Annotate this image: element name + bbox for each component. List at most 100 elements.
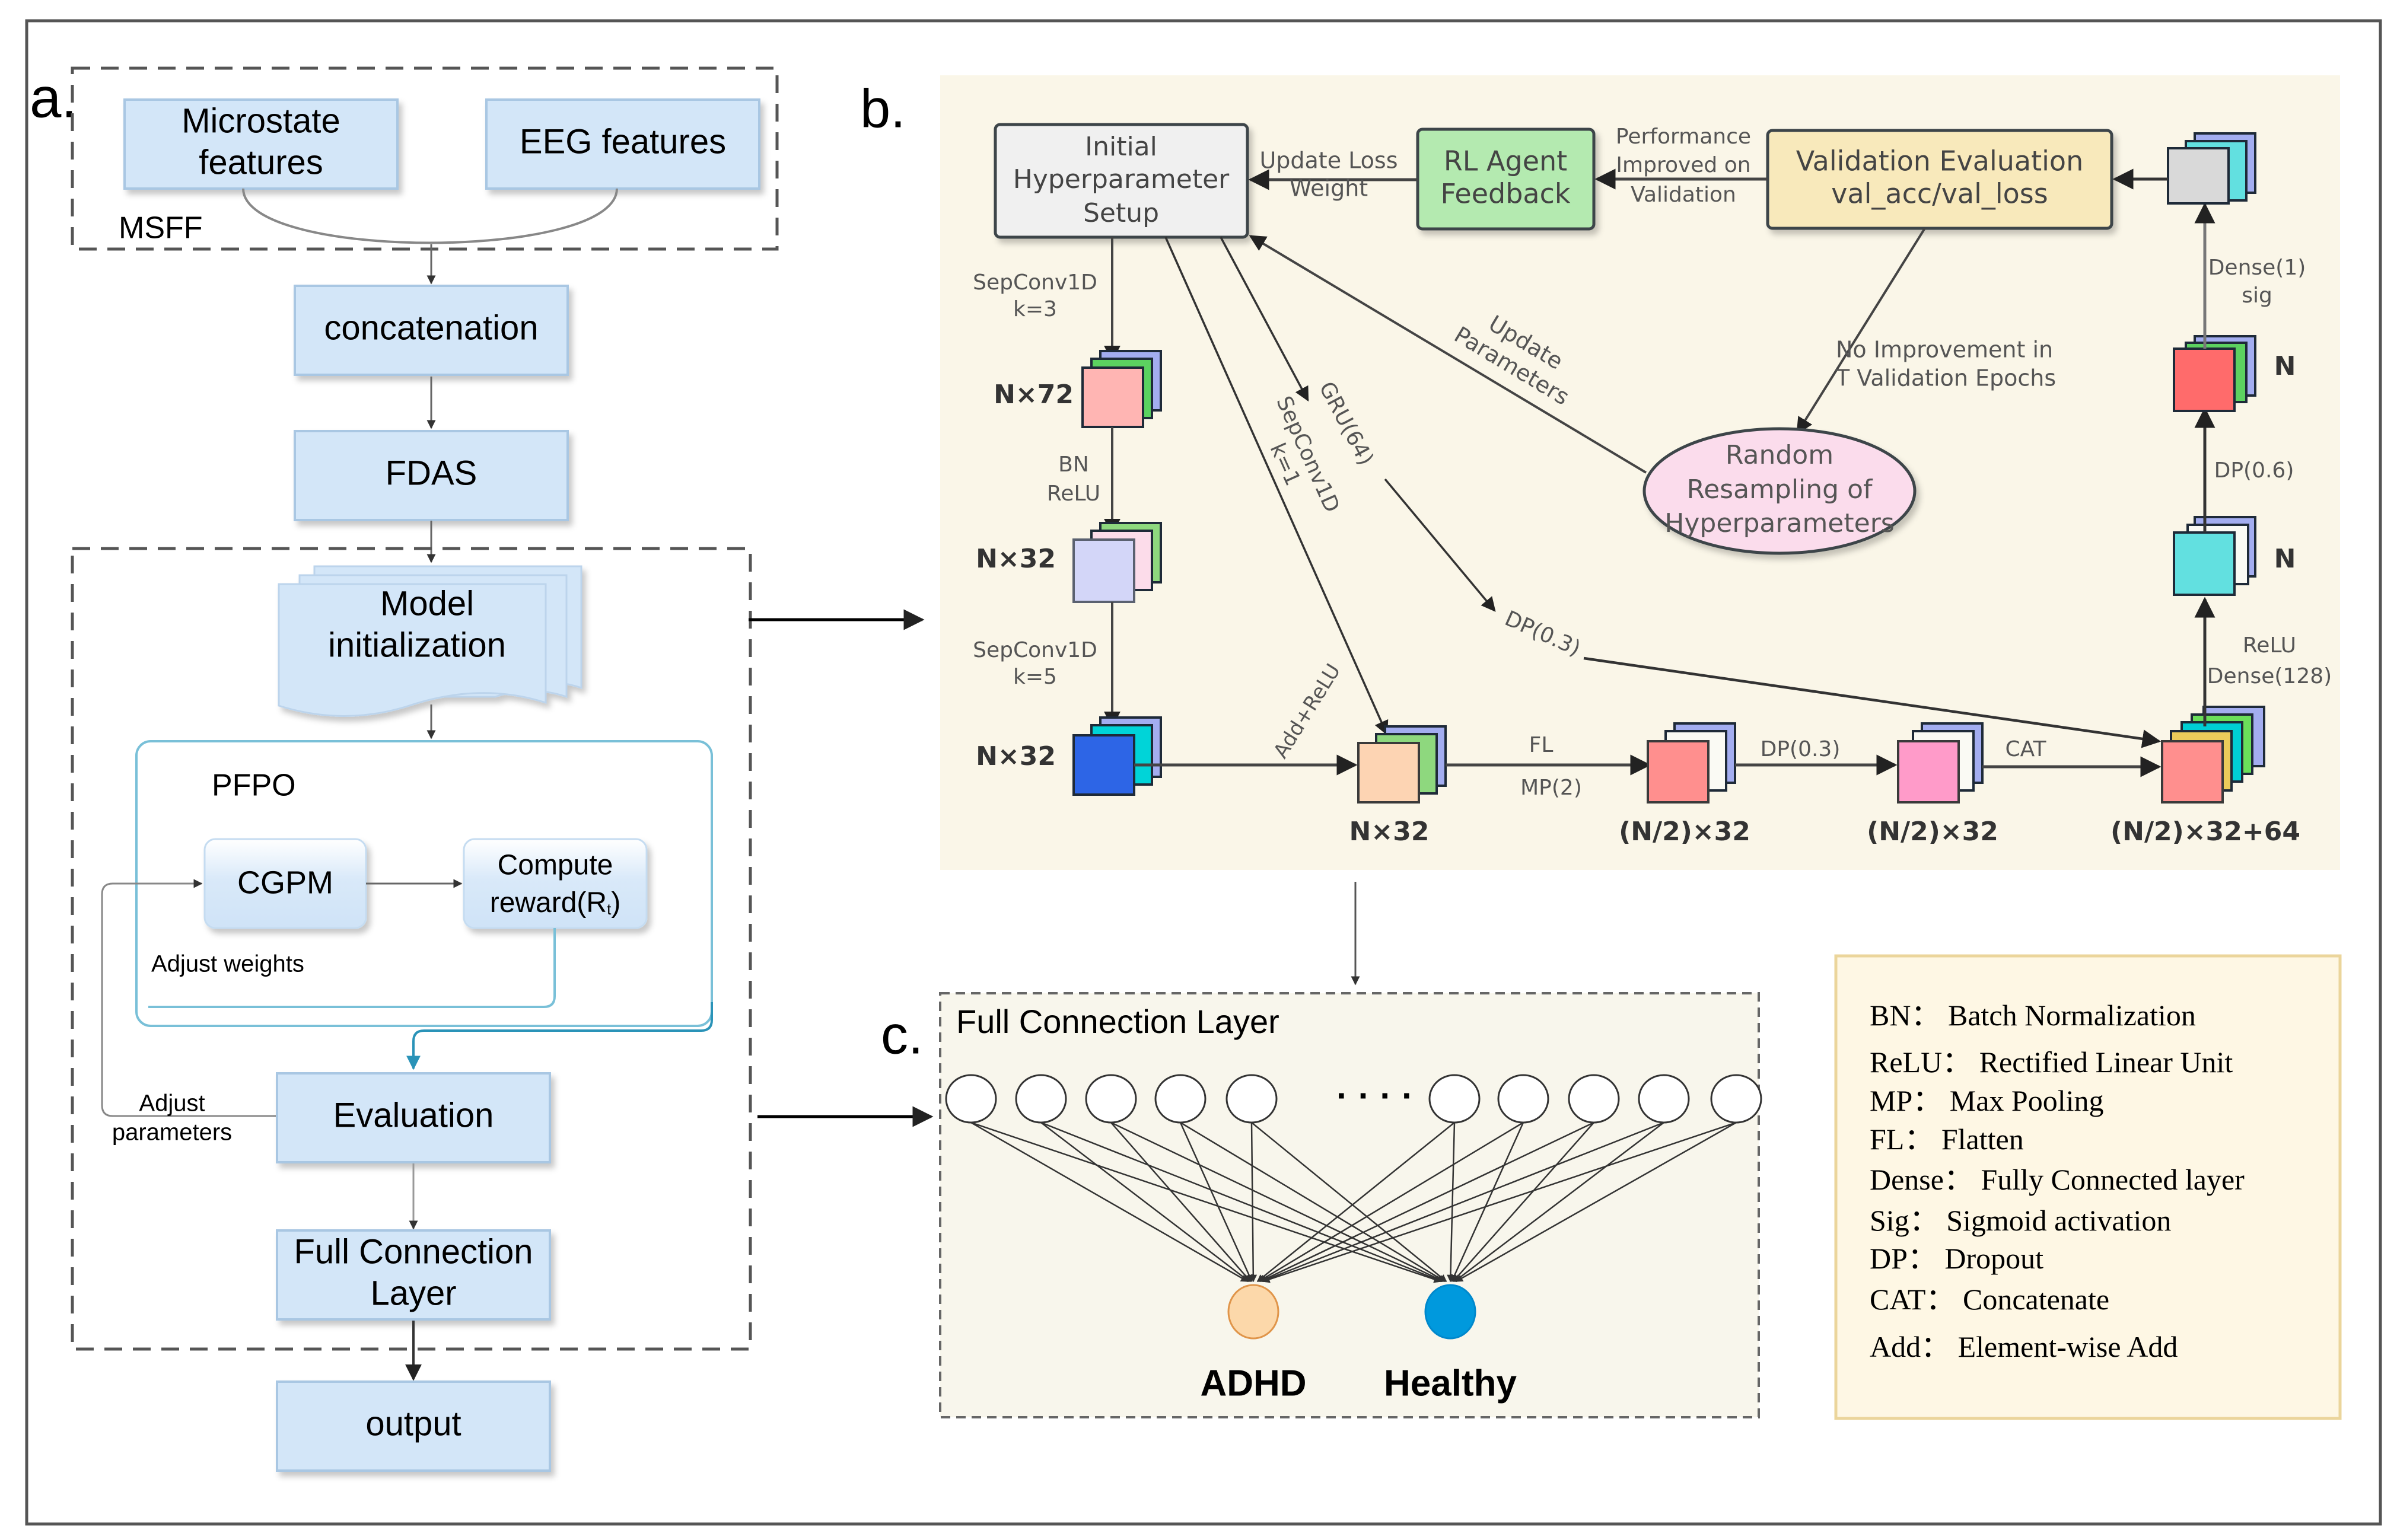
output-box[interactable]	[276, 1380, 551, 1472]
legend-separator: ：	[1925, 1283, 1963, 1316]
fc-connection	[1260, 1121, 1664, 1283]
model-initialization-label: Model	[380, 584, 474, 623]
arrow-gru-dropout	[1384, 478, 1496, 612]
panel-c: c. Full Connection Layer · · · · ADHD He…	[881, 992, 1762, 1418]
input-neuron	[1015, 1074, 1067, 1124]
input-neuron	[1710, 1074, 1762, 1124]
msff-label: MSFF	[119, 211, 203, 245]
output-label-adhd: ADHD	[1200, 1363, 1306, 1404]
bn-relu-label-2: ReLU	[1047, 482, 1100, 506]
output-neuron-adhd	[1227, 1284, 1279, 1340]
microstate-features-box[interactable]	[123, 98, 399, 190]
legend-desc: Sigmoid activation	[1946, 1204, 2171, 1237]
arrow-gru-branch	[1220, 237, 1309, 402]
fc-connection	[1259, 1121, 1594, 1283]
output-label-healthy: Healthy	[1384, 1363, 1517, 1404]
resampling-label-3: Hyperparameters	[1664, 508, 1894, 538]
microstate-features-label: Microstate	[182, 101, 340, 140]
legend-separator: ：	[1911, 999, 1948, 1032]
legend-item: DP： Dropout	[1870, 1242, 2043, 1275]
panel-a-label: a.	[30, 66, 77, 129]
compute-reward-label: Compute	[498, 850, 613, 881]
legend-abbr: CAT	[1870, 1283, 1925, 1316]
legend-separator: ：	[1909, 1204, 1947, 1237]
adjust-weights-loop	[148, 928, 556, 1008]
resampling-label-2: Resampling of	[1686, 474, 1873, 505]
legend-item: CAT： Concatenate	[1870, 1283, 2109, 1316]
legend-separator: ：	[1912, 1084, 1950, 1117]
resampling-label: Random	[1726, 440, 1833, 470]
legend-abbr: BN	[1870, 999, 1911, 1032]
initial-setup-label-2: Hyperparameter	[1013, 164, 1230, 195]
fc-connection	[970, 1121, 1442, 1283]
input-neuron	[1638, 1074, 1690, 1124]
shape-n32-c: N×32	[1349, 817, 1430, 847]
legend-desc: Batch Normalization	[1948, 999, 2196, 1032]
legend-item: FL： Flatten	[1870, 1123, 2024, 1156]
tensor-half32-b	[1897, 722, 1984, 804]
fc-connection	[1249, 1122, 1258, 1283]
legend-item: Add： Element-wise Add	[1870, 1330, 2178, 1363]
eeg-features-box[interactable]	[485, 98, 760, 190]
legend-abbr: Dense	[1870, 1163, 1944, 1196]
legend-desc: Element-wise Add	[1958, 1330, 2178, 1363]
legend-item: Sig： Sigmoid activation	[1870, 1204, 2171, 1237]
fc-connection	[1180, 1121, 1446, 1283]
shape-n-b: N	[2274, 351, 2296, 381]
panel-a: a. MSFF Microstate features EEG features…	[30, 66, 934, 1472]
legend-desc: Flatten	[1941, 1123, 2024, 1156]
input-neuron	[1225, 1074, 1278, 1124]
fc-connection	[1179, 1122, 1253, 1283]
rl-agent-label: RL Agent	[1444, 145, 1567, 177]
tensor-dense128	[2173, 516, 2256, 596]
output-neuron-healthy	[1424, 1284, 1476, 1340]
fc-connection	[1452, 1122, 1594, 1282]
legend-abbr: DP	[1870, 1242, 1908, 1275]
fc-connection	[1110, 1121, 1444, 1283]
dense1-sig-label: Dense(1)	[2208, 256, 2306, 280]
relu-dense128-label-2: Dense(128)	[2207, 664, 2332, 688]
shape-n72: N×72	[994, 380, 1074, 410]
legend-abbr: Add	[1870, 1330, 1921, 1363]
fdas-box[interactable]	[294, 430, 569, 521]
input-neuron	[945, 1074, 997, 1124]
microstate-features-label-2: features	[199, 143, 323, 181]
sepconv-k3-label-2: k=3	[1013, 297, 1057, 321]
legend-separator: ：	[1904, 1123, 1941, 1156]
evaluation-box[interactable]	[276, 1072, 551, 1163]
legend-desc: Fully Connected layer	[1981, 1163, 2245, 1196]
tensor-n32-sepconv	[1072, 716, 1162, 796]
dp-06-label: DP(0.6)	[2214, 458, 2294, 483]
msff-merge-curve	[242, 188, 618, 244]
legend-separator: ：	[1921, 1330, 1958, 1363]
model-initialization-box[interactable]	[278, 565, 582, 717]
fc-connection	[1451, 1122, 1524, 1283]
fdas-label: FDAS	[386, 454, 478, 492]
random-resampling-node[interactable]	[1642, 427, 1917, 555]
input-neuron	[1568, 1074, 1620, 1124]
shape-concat: (N/2)×32+64	[2110, 817, 2300, 847]
adjust-parameters-label: Adjust	[139, 1091, 205, 1117]
legend-item: ReLU： Rectified Linear Unit	[1870, 1045, 2233, 1079]
compute-reward-label-2: reward(Rt)	[490, 887, 621, 919]
performance-improved-label-2: Improved on	[1616, 153, 1750, 177]
cat-label: CAT	[2006, 737, 2047, 761]
eeg-features-label: EEG features	[520, 122, 726, 161]
bn-relu-label: BN	[1058, 452, 1089, 477]
initial-hyperparameter-setup-box[interactable]	[994, 123, 1249, 239]
dp-03-label: DP(0.3)	[1761, 737, 1841, 761]
validation-eval-label-2: val_acc/val_loss	[1831, 178, 2048, 210]
concatenation-box[interactable]	[294, 285, 569, 376]
legend-desc: Dropout	[1944, 1242, 2043, 1275]
shape-half32-b: (N/2)×32	[1867, 817, 1998, 847]
fc-connection	[1251, 1122, 1447, 1282]
arrow-pfpo-evaluation	[406, 1002, 713, 1070]
tensor-n32-add	[1357, 725, 1447, 804]
full-connection-layer-box[interactable]	[276, 1229, 551, 1321]
update-loss-label: Update Loss	[1259, 148, 1398, 174]
legend-item: Dense： Fully Connected layer	[1870, 1163, 2245, 1196]
tensor-dropout06	[2173, 335, 2256, 412]
tensor-concat	[2161, 706, 2265, 804]
